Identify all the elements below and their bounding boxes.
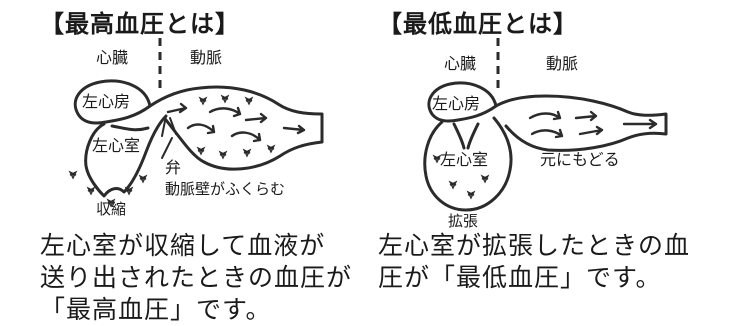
max-bp-title: 【最高血圧とは】 (40, 10, 240, 38)
blood-flow-arrows (528, 110, 658, 139)
left-atrium-label: 左心房 (82, 92, 131, 111)
artery-label: 動脈 (546, 54, 579, 73)
artery-label: 動脈 (190, 48, 223, 67)
left-ventricle-label: 左心室 (92, 136, 141, 155)
caption-line: 左心室が拡張したときの血 (378, 231, 691, 260)
contraction-label: 収縮 (96, 200, 127, 218)
left-ventricle-label: 左心室 (440, 150, 489, 169)
caption-line: 圧が「最低血圧」です。 (378, 263, 662, 292)
left-ventricle-shape (84, 114, 168, 198)
artery-shape (148, 85, 324, 171)
expansion-sparks (432, 154, 490, 200)
left-ventricle-shape (423, 116, 513, 212)
min-bp-heart-diagram (423, 38, 668, 212)
caption-line: 左心室が収縮して血液が (40, 231, 326, 260)
max-bp-caption: 左心室が収縮して血液が 送り出されたときの血圧が 「最高血圧」です。 (40, 230, 352, 326)
left-ventricle-inner (452, 122, 480, 150)
max-bp-heart-diagram (68, 38, 324, 208)
blood-flow-arrows (166, 102, 306, 143)
artery-shape (494, 94, 668, 152)
heart-label: 心臓 (444, 54, 477, 73)
left-atrium-label: 左心房 (432, 94, 481, 113)
pressure-sparks (196, 94, 276, 160)
valve-pointer (161, 137, 173, 159)
min-bp-panel: 【最低血圧とは】 心臓 動脈 左心房 左心室 元にもどる 拡張 左心 (370, 0, 739, 326)
left-atrium-shape (427, 81, 498, 123)
expansion-label: 拡張 (448, 212, 479, 230)
return-label: 元にもどる (540, 150, 620, 169)
min-bp-caption: 左心室が拡張したときの血 圧が「最低血圧」です。 (378, 230, 690, 294)
max-bp-panel: 【最高血圧とは】 (40, 10, 352, 326)
caption-line: 「最高血圧」です。 (40, 295, 272, 324)
heart-label: 心臓 (96, 48, 129, 67)
contraction-sparks (68, 170, 148, 208)
caption-line: 送り出されたときの血圧が (40, 263, 353, 292)
left-ventricle-inner (110, 124, 150, 132)
min-bp-title: 【最低血圧とは】 (378, 10, 578, 38)
valve-label: 弁 (165, 158, 182, 177)
artery-wall-label: 動脈壁がふくらむ (165, 180, 286, 198)
left-atrium-shape (73, 79, 152, 125)
